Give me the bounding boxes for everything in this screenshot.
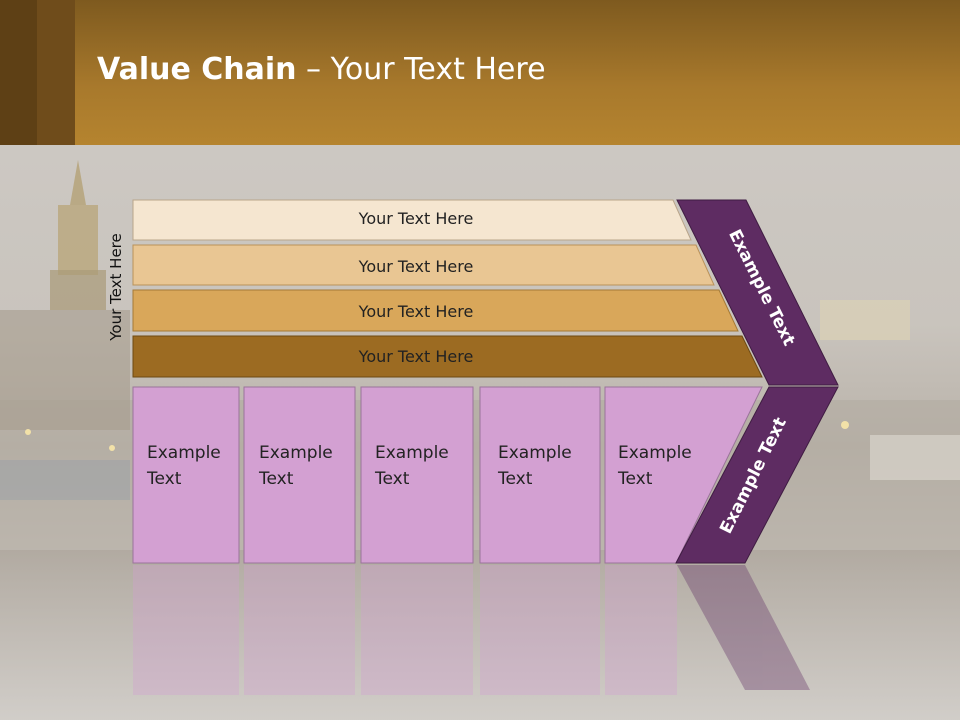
support-bar-3: [132, 289, 739, 332]
primary-cell-3: [360, 386, 474, 564]
margin-chevron-lower: [675, 386, 839, 564]
primary-cell-label-2: Example Text: [259, 440, 333, 492]
support-bar-label-4: Your Text Here: [358, 347, 474, 366]
header-accent-block: [37, 0, 75, 145]
support-bar-label-3: Your Text Here: [358, 302, 474, 321]
cell-line: Example: [259, 443, 333, 463]
title-bold: Value Chain: [97, 52, 297, 87]
primary-cell-label-4: Example Text: [498, 440, 572, 492]
cell-line: Example: [618, 443, 692, 463]
cell-line: Example: [375, 443, 449, 463]
header-bar: [0, 0, 960, 145]
cell-line: Text: [498, 469, 533, 489]
primary-cell-1: [132, 386, 240, 564]
support-bar-4: [132, 335, 763, 378]
support-bar-label-1: Your Text Here: [358, 209, 474, 228]
cell-line: Text: [147, 469, 182, 489]
support-bar-2: [132, 244, 715, 286]
page-title: Value Chain – Your Text Here: [97, 52, 546, 87]
margin-chevron-upper: [676, 199, 839, 386]
cell-line: Text: [618, 469, 653, 489]
primary-cell-label-1: Example Text: [147, 440, 221, 492]
support-bar-1: [132, 199, 692, 241]
cell-line: Example: [147, 443, 221, 463]
reflection: [133, 565, 810, 695]
primary-cell-4: [479, 386, 601, 564]
support-bar-label-2: Your Text Here: [358, 257, 474, 276]
primary-cell-label-5: Example Text: [618, 440, 692, 492]
header-accent-block: [0, 0, 37, 145]
title-rest: – Your Text Here: [296, 52, 546, 87]
cell-line: Text: [259, 469, 294, 489]
primary-cell-2: [243, 386, 356, 564]
cell-line: Example: [498, 443, 572, 463]
primary-cell-label-3: Example Text: [375, 440, 449, 492]
cell-line: Text: [375, 469, 410, 489]
